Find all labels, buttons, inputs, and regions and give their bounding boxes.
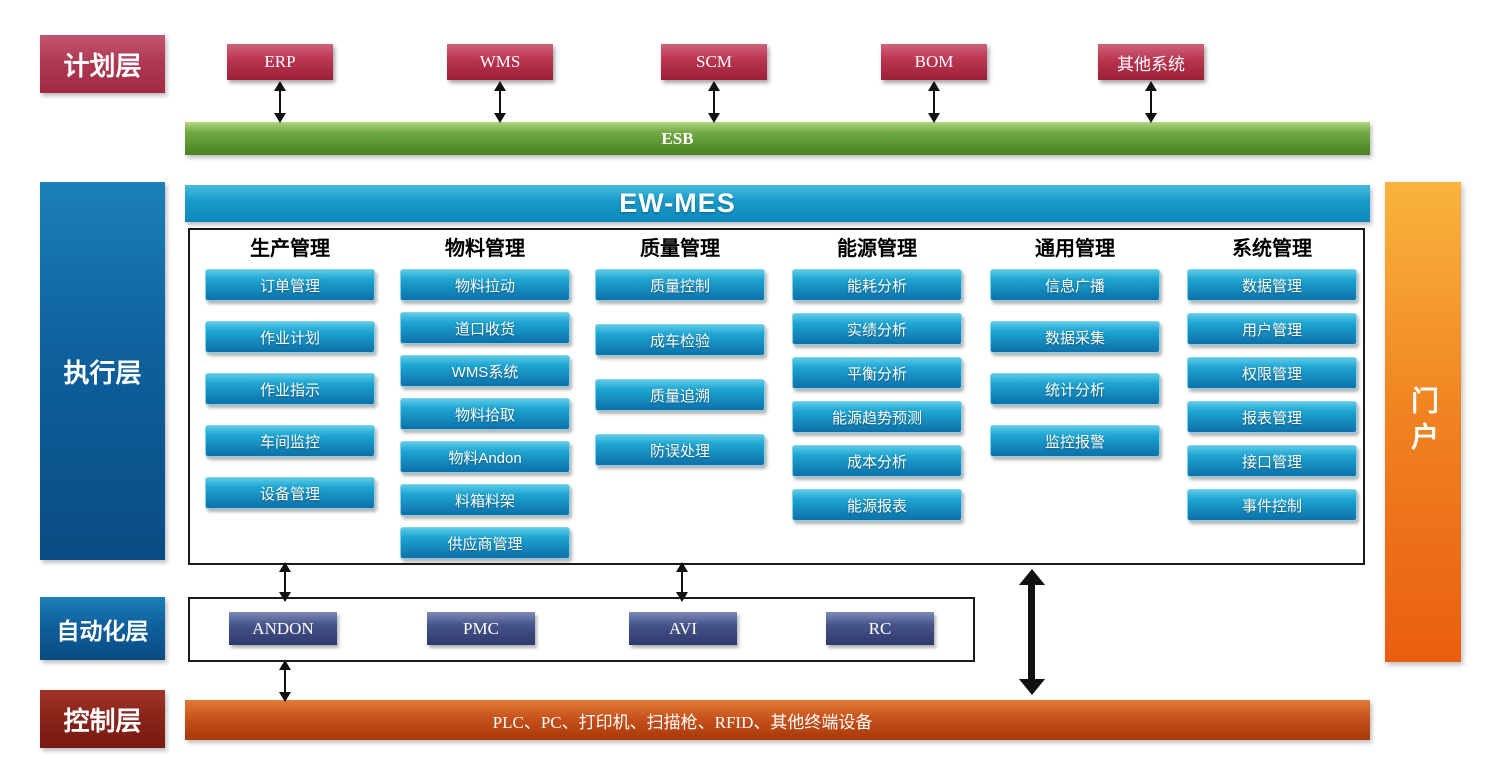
mes-module: 作业指示 [205, 373, 375, 405]
arrow-planning-esb-4 [933, 90, 935, 114]
mes-module: 物料Andon [400, 441, 570, 473]
automation-system-1: ANDON [229, 612, 337, 645]
layer-label-automation: 自动化层 [40, 597, 165, 660]
mes-module: 成本分析 [792, 445, 962, 477]
arrow-execution-automation-left [284, 571, 286, 593]
column-header: 物料管理 [445, 238, 525, 260]
portal-bar: 门户 [1385, 182, 1461, 662]
column-items: 能耗分析实绩分析平衡分析能源趋势预测成本分析能源报表 [792, 269, 962, 521]
planning-system-3: SCM [661, 44, 767, 80]
mes-module: 成车检验 [595, 324, 765, 356]
mes-module: 设备管理 [205, 477, 375, 509]
automation-system-4: RC [826, 612, 934, 645]
column-items: 信息广播数据采集统计分析监控报警 [990, 269, 1160, 457]
mes-module: 数据管理 [1187, 269, 1357, 301]
automation-system-3: AVI [629, 612, 737, 645]
mes-module: 道口收货 [400, 312, 570, 344]
mes-module: 数据采集 [990, 321, 1160, 353]
mes-module: 信息广播 [990, 269, 1160, 301]
control-devices-bar: PLC、PC、打印机、扫描枪、RFID、其他终端设备 [185, 700, 1370, 740]
column-header: 能源管理 [837, 238, 917, 260]
mes-module: 防误处理 [595, 434, 765, 466]
mes-module: 报表管理 [1187, 401, 1357, 433]
column-items: 数据管理用户管理权限管理报表管理接口管理事件控制 [1187, 269, 1357, 521]
planning-system-2: WMS [447, 44, 553, 80]
automation-system-2: PMC [427, 612, 535, 645]
arrow-planning-esb-3 [713, 90, 715, 114]
layer-label-control: 控制层 [40, 690, 165, 748]
mes-module: 能源报表 [792, 489, 962, 521]
mes-module: 物料拾取 [400, 398, 570, 430]
column-items: 物料拉动道口收货 WMS系统物料拾取物料Andon 料箱料架供应商管理 [400, 269, 570, 559]
mes-module: 能耗分析 [792, 269, 962, 301]
mes-module: 用户管理 [1187, 313, 1357, 345]
mes-module: 车间监控 [205, 425, 375, 457]
column-header: 通用管理 [1035, 238, 1115, 260]
mes-module: 平衡分析 [792, 357, 962, 389]
column-header: 生产管理 [250, 238, 330, 260]
arrow-execution-control [1028, 584, 1035, 680]
mes-column-3: 质量管理质量控制成车检验质量追溯防误处理 [595, 236, 765, 466]
ewmes-title-bar: EW-MES [185, 185, 1370, 222]
mes-modules-panel: 生产管理订单管理作业计划作业指示车间监控设备管理 物料管理物料拉动道口收货 WMS系… [188, 228, 1365, 565]
mes-module: 能源趋势预测 [792, 401, 962, 433]
planning-system-5: 其他系统 [1098, 44, 1204, 80]
mes-module: 统计分析 [990, 373, 1160, 405]
layer-label-planning: 计划层 [40, 35, 165, 93]
mes-module: 事件控制 [1187, 489, 1357, 521]
arrow-automation-control [284, 669, 286, 693]
arrow-execution-automation-right [681, 571, 683, 593]
automation-panel: ANDON PMC AVI RC [188, 597, 975, 662]
planning-system-4: BOM [881, 44, 987, 80]
mes-module: 监控报警 [990, 425, 1160, 457]
mes-module: 作业计划 [205, 321, 375, 353]
arrow-planning-esb-2 [499, 90, 501, 114]
mes-module: 接口管理 [1187, 445, 1357, 477]
mes-module: 质量控制 [595, 269, 765, 301]
mes-column-4: 能源管理能耗分析实绩分析平衡分析能源趋势预测成本分析能源报表 [792, 236, 962, 521]
mes-module: 物料拉动 [400, 269, 570, 301]
mes-module: WMS系统 [400, 355, 570, 387]
mes-column-6: 系统管理数据管理用户管理权限管理报表管理接口管理事件控制 [1187, 236, 1357, 521]
mes-module: 料箱料架 [400, 484, 570, 516]
mes-module: 质量追溯 [595, 379, 765, 411]
planning-system-1: ERP [227, 44, 333, 80]
esb-bar: ESB [185, 122, 1370, 155]
column-items: 质量控制成车检验质量追溯防误处理 [595, 269, 765, 466]
column-items: 订单管理作业计划作业指示车间监控设备管理 [205, 269, 375, 509]
column-header: 系统管理 [1232, 238, 1312, 260]
arrow-planning-esb-5 [1150, 90, 1152, 114]
mes-module: 订单管理 [205, 269, 375, 301]
arrow-planning-esb-1 [279, 90, 281, 114]
layer-label-execution: 执行层 [40, 182, 165, 560]
mes-column-1: 生产管理订单管理作业计划作业指示车间监控设备管理 [205, 236, 375, 509]
mes-module: 权限管理 [1187, 357, 1357, 389]
mes-module: 实绩分析 [792, 313, 962, 345]
column-header: 质量管理 [640, 238, 720, 260]
mes-column-2: 物料管理物料拉动道口收货 WMS系统物料拾取物料Andon 料箱料架供应商管理 [400, 236, 570, 559]
mes-module: 供应商管理 [400, 527, 570, 559]
mes-column-5: 通用管理信息广播数据采集统计分析监控报警 [990, 236, 1160, 457]
